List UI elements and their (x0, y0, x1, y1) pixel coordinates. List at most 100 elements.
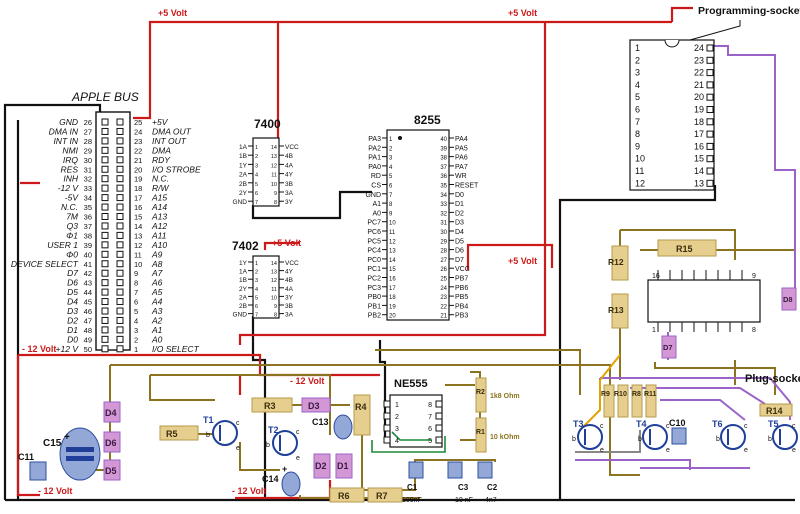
ic-pin-name: PA5 (455, 145, 468, 152)
socket-contact (706, 81, 714, 89)
bus-pin-name: N.C. (152, 174, 169, 184)
bus-pin-name: A13 (151, 212, 167, 222)
ic-pin-number: 4 (389, 165, 393, 171)
ic-pin-name: 3Y (285, 294, 294, 301)
bus-pin-number: 48 (84, 326, 92, 335)
ic-pin-number: 10 (271, 295, 277, 301)
ic-pin-number: 9 (389, 211, 393, 217)
socket-contact (706, 93, 714, 101)
socket-pin-number: 1 (635, 43, 640, 53)
resistor-r6: R6 (329, 487, 365, 503)
ic-pin-number: 6 (255, 191, 258, 197)
socket-pin-number: 18 (694, 117, 704, 127)
svg-text:R3: R3 (264, 401, 276, 411)
ic-pin-number: 35 (440, 184, 447, 190)
diode-d8: D8 (781, 287, 797, 311)
bus-contact (101, 279, 109, 287)
svg-text:e: e (296, 455, 300, 462)
ic-pin-number: 28 (440, 249, 447, 255)
bus-pin-number: 15 (134, 213, 142, 222)
bus-pin-number: 11 (134, 250, 142, 259)
socket-contact (706, 130, 714, 138)
bus-pin-name: A2 (151, 315, 163, 325)
bus-pin-name: D3 (67, 306, 78, 316)
transistors: T1 T2 T3 T4 T6 T5 (203, 415, 798, 456)
svg-text:R6: R6 (338, 491, 350, 501)
socket-pin-number: 17 (694, 129, 704, 139)
ic-pin-name: PA4 (455, 136, 468, 143)
ic-pin-name: PB1 (368, 303, 381, 310)
ic-pin-name: PB0 (368, 294, 381, 301)
bus-pin-number: 26 (84, 118, 92, 127)
capacitor-c2: C2 4n7 (477, 461, 498, 504)
ic-pin-number: 1 (255, 145, 258, 151)
ne555-pin-number: 8 (428, 402, 432, 409)
svg-text:10 nF: 10 nF (455, 497, 473, 504)
bus-pin-name: A1 (151, 325, 163, 335)
ic-pin-name: D0 (455, 192, 464, 199)
ic-pin-number: 29 (440, 239, 447, 245)
svg-text:R13: R13 (608, 305, 624, 315)
socket-pin-number: 9 (635, 141, 640, 151)
bus-pin-name: A5 (151, 287, 163, 297)
bus-pin-name: IRQ (63, 155, 79, 165)
diode-d4: D4 (103, 401, 121, 423)
ic-pin-name: 1A (239, 269, 248, 276)
socket-pin-number: 23 (694, 55, 704, 65)
bus-pin-name: RDY (152, 155, 171, 165)
ic-pin-name: 4B (285, 277, 293, 284)
ic-pin-name: 2A (239, 294, 248, 301)
bus-pin-name: INT OUT (152, 136, 187, 146)
bus-pin-number: 23 (134, 137, 142, 146)
ic-pin-name: PA6 (455, 155, 468, 162)
ic-pin-name: 1A (239, 144, 248, 151)
ne555-pin-number: 1 (395, 402, 399, 409)
ic-pin-name: PA3 (368, 136, 381, 143)
bus-contact (116, 260, 124, 268)
bus-pin-number: 16 (134, 203, 142, 212)
socket-contact (706, 118, 714, 126)
ic-pin-name: 4Y (285, 172, 294, 179)
ic-pin-name: A0 (372, 210, 381, 217)
svg-text:c: c (236, 420, 240, 427)
socket-contact (706, 56, 714, 64)
svg-text:T5: T5 (768, 419, 779, 429)
socket-pin-number: 19 (694, 105, 704, 115)
svg-text:R1: R1 (476, 429, 485, 436)
ic-pin-name: VCC (455, 266, 470, 273)
ne555-contact (435, 412, 443, 420)
svg-text:e: e (666, 447, 670, 454)
ic-pin-name: PC3 (367, 285, 381, 292)
svg-text:b: b (572, 436, 576, 443)
ic-pin-number: 5 (389, 174, 393, 180)
ic-pin-name: PC7 (367, 220, 381, 227)
programming-socket-label: Programming-socket (698, 5, 800, 17)
svg-text:C1: C1 (407, 483, 418, 492)
bus-contact (101, 222, 109, 230)
svg-text:R15: R15 (676, 244, 693, 254)
bus-contact (101, 118, 109, 126)
bus-pin-name: USER 1 (47, 240, 78, 250)
bus-contact (116, 307, 124, 315)
ne555-contact (383, 400, 391, 408)
ic-pin-number: 20 (389, 314, 396, 320)
bus-contact (101, 203, 109, 211)
transistor-t1: T1 (203, 415, 238, 446)
resistors: R5 R3 R4 R6 R7 R2 R1 1k8 Ohm 10 kOhm R12… (159, 239, 793, 503)
ic-pin-name: 2Y (239, 190, 248, 197)
ic-pin-name: PA0 (368, 164, 381, 171)
ic-pin-number: 10 (389, 221, 396, 227)
ne555-pin-number: 7 (428, 414, 432, 421)
svg-text:D8: D8 (783, 295, 793, 304)
socket-pin-number: 12 (635, 178, 645, 188)
bus-contact (101, 231, 109, 239)
bus-pin-name: A0 (151, 334, 163, 344)
ic-pin-number: 8 (274, 313, 277, 319)
ic-7402-label: 7402 (232, 239, 259, 253)
ic-pin-number: 14 (271, 145, 277, 151)
ic-pin-name: 4A (285, 286, 294, 293)
bus-contact (116, 184, 124, 192)
bus-pin-name: DMA OUT (152, 126, 192, 136)
